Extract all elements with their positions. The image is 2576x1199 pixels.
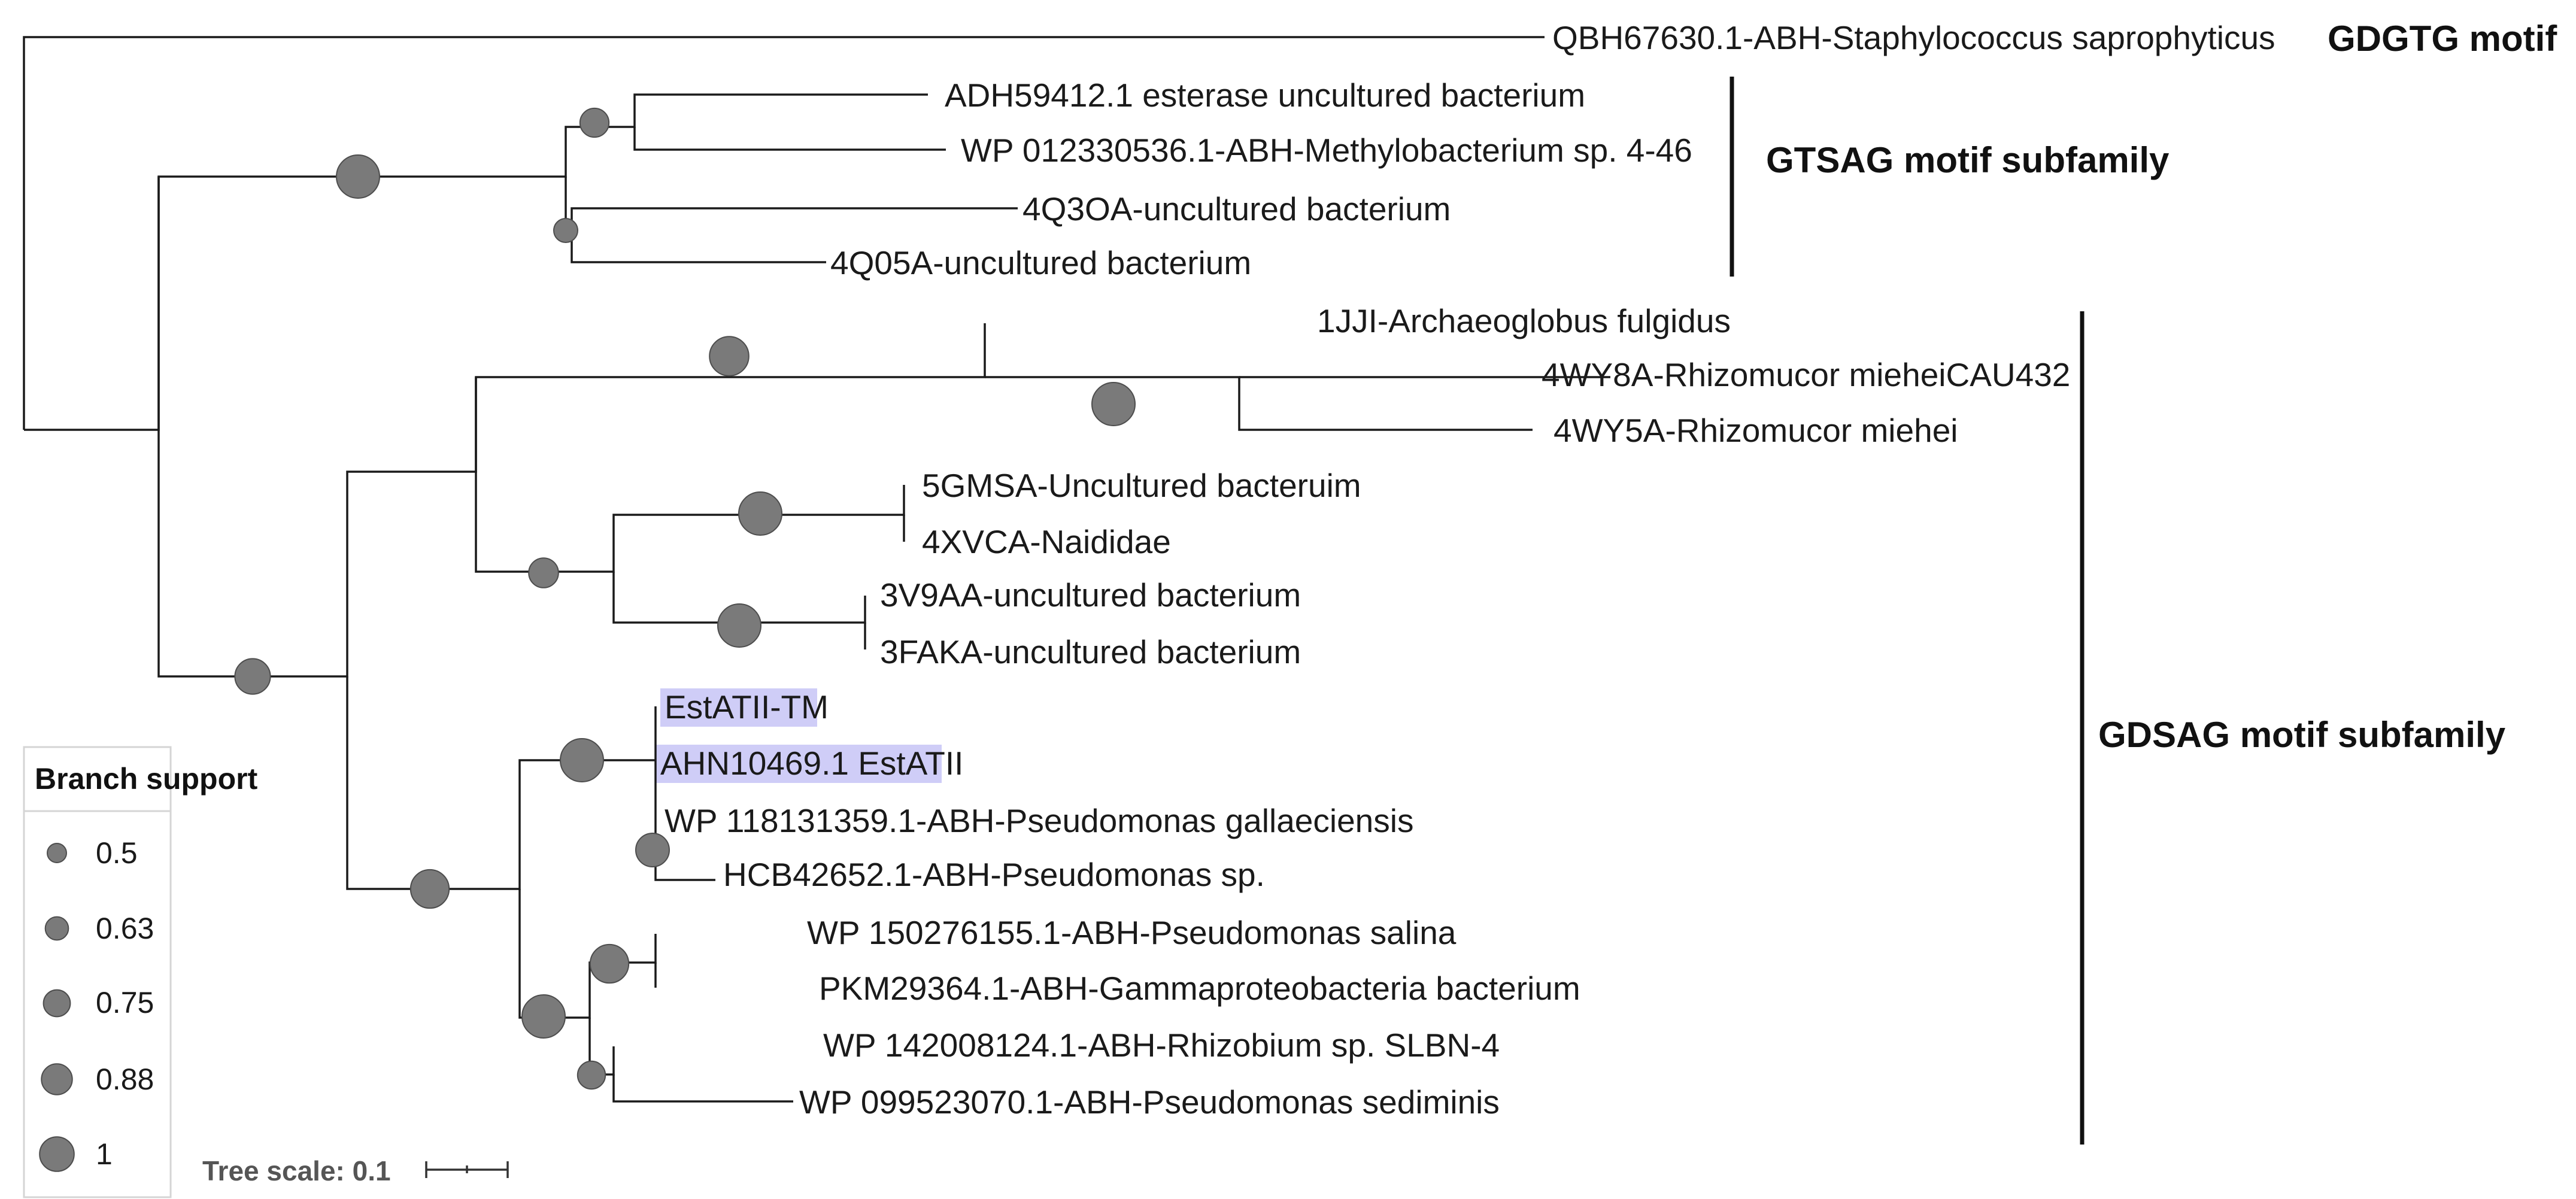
legend-value: 0.63 — [96, 912, 154, 945]
gdsag-group-label: GDSAG motif subfamily — [2098, 715, 2506, 755]
leaf-label: PKM29364.1-ABH-Gammaproteobacteria bacte… — [819, 970, 1580, 1007]
leaf-label: WP 012330536.1-ABH-Methylobacterium sp. … — [961, 132, 1692, 169]
leaf-label: 3V9AA-uncultured bacterium — [880, 576, 1301, 614]
support-node — [717, 603, 761, 648]
leaf-label: QBH67630.1-ABH-Staphylococcus saprophyti… — [1552, 19, 2275, 56]
support-node — [560, 738, 604, 782]
legend-circles — [39, 843, 75, 1172]
support-node — [577, 1060, 606, 1090]
leaf-label: 1JJI-Archaeoglobus fulgidus — [1317, 302, 1731, 339]
gtsag-group-label: GTSAG motif subfamily — [1766, 140, 2170, 180]
legend-value: 1 — [96, 1137, 113, 1171]
leaf-label: WP 142008124.1-ABH-Rhizobium sp. SLBN-4 — [823, 1027, 1500, 1064]
legend-circle — [44, 916, 69, 941]
leaf-label: 4WY5A-Rhizomucor miehei — [1554, 412, 1958, 449]
support-node — [528, 557, 559, 588]
support-node — [709, 336, 750, 377]
support-node — [635, 833, 670, 867]
leaf-label: WP 118131359.1-ABH-Pseudomonas gallaecie… — [665, 802, 1414, 839]
leaf-label: WP 099523070.1-ABH-Pseudomonas sediminis — [799, 1083, 1500, 1121]
leaf-label: 4WY8A-Rhizomucor mieheiCAU432 — [1542, 356, 2070, 393]
support-nodes — [234, 107, 1136, 1090]
leaf-label: 4Q3OA-uncultured bacterium — [1022, 190, 1451, 227]
support-node — [579, 107, 610, 138]
legend-value: 0.88 — [96, 1063, 154, 1096]
leaf-label: HCB42652.1-ABH-Pseudomonas sp. — [723, 856, 1265, 893]
support-node — [589, 943, 630, 984]
support-node — [234, 658, 271, 695]
legend-value: 0.75 — [96, 986, 154, 1019]
support-node — [1091, 382, 1136, 426]
leaf-label: EstATII-TM — [665, 688, 829, 726]
support-node — [553, 218, 578, 243]
leaf-label: ADH59412.1 esterase uncultured bacterium — [945, 77, 1585, 114]
support-node — [521, 994, 566, 1039]
legend-value: 0.5 — [96, 836, 138, 870]
highlight-ahn10469 — [656, 745, 942, 783]
leaf-labels: QBH67630.1-ABH-Staphylococcus saprophyti… — [660, 19, 2275, 1121]
legend-circle — [47, 843, 67, 863]
legend-circle — [43, 989, 71, 1018]
leaf-label: 4Q05A-uncultured bacterium — [830, 244, 1251, 281]
leaf-label: 3FAKA-uncultured bacterium — [880, 633, 1301, 670]
legend-circle — [41, 1063, 73, 1095]
tree-scale-bar — [425, 1161, 509, 1178]
leaf-label: 4XVCA-Naididae — [922, 523, 1171, 560]
leaf-label: WP 150276155.1-ABH-Pseudomonas salina — [807, 914, 1457, 951]
gdgtg-group-label: GDGTG motif — [2328, 19, 2557, 59]
tree-scale-label: Tree scale: 0.1 — [202, 1155, 391, 1186]
branch-support-legend: Branch support 0.5 0.63 0.75 0.88 1 — [23, 746, 258, 1198]
legend-circle — [39, 1136, 75, 1172]
legend-title: Branch support — [35, 762, 258, 796]
highlight-estatii-tm — [660, 688, 817, 727]
support-node — [409, 869, 450, 909]
leaf-label: 5GMSA-Uncultured bacteruim — [922, 467, 1361, 504]
leaf-label: AHN10469.1 EstATII — [660, 745, 963, 782]
support-node — [738, 491, 782, 536]
support-node — [336, 154, 380, 199]
